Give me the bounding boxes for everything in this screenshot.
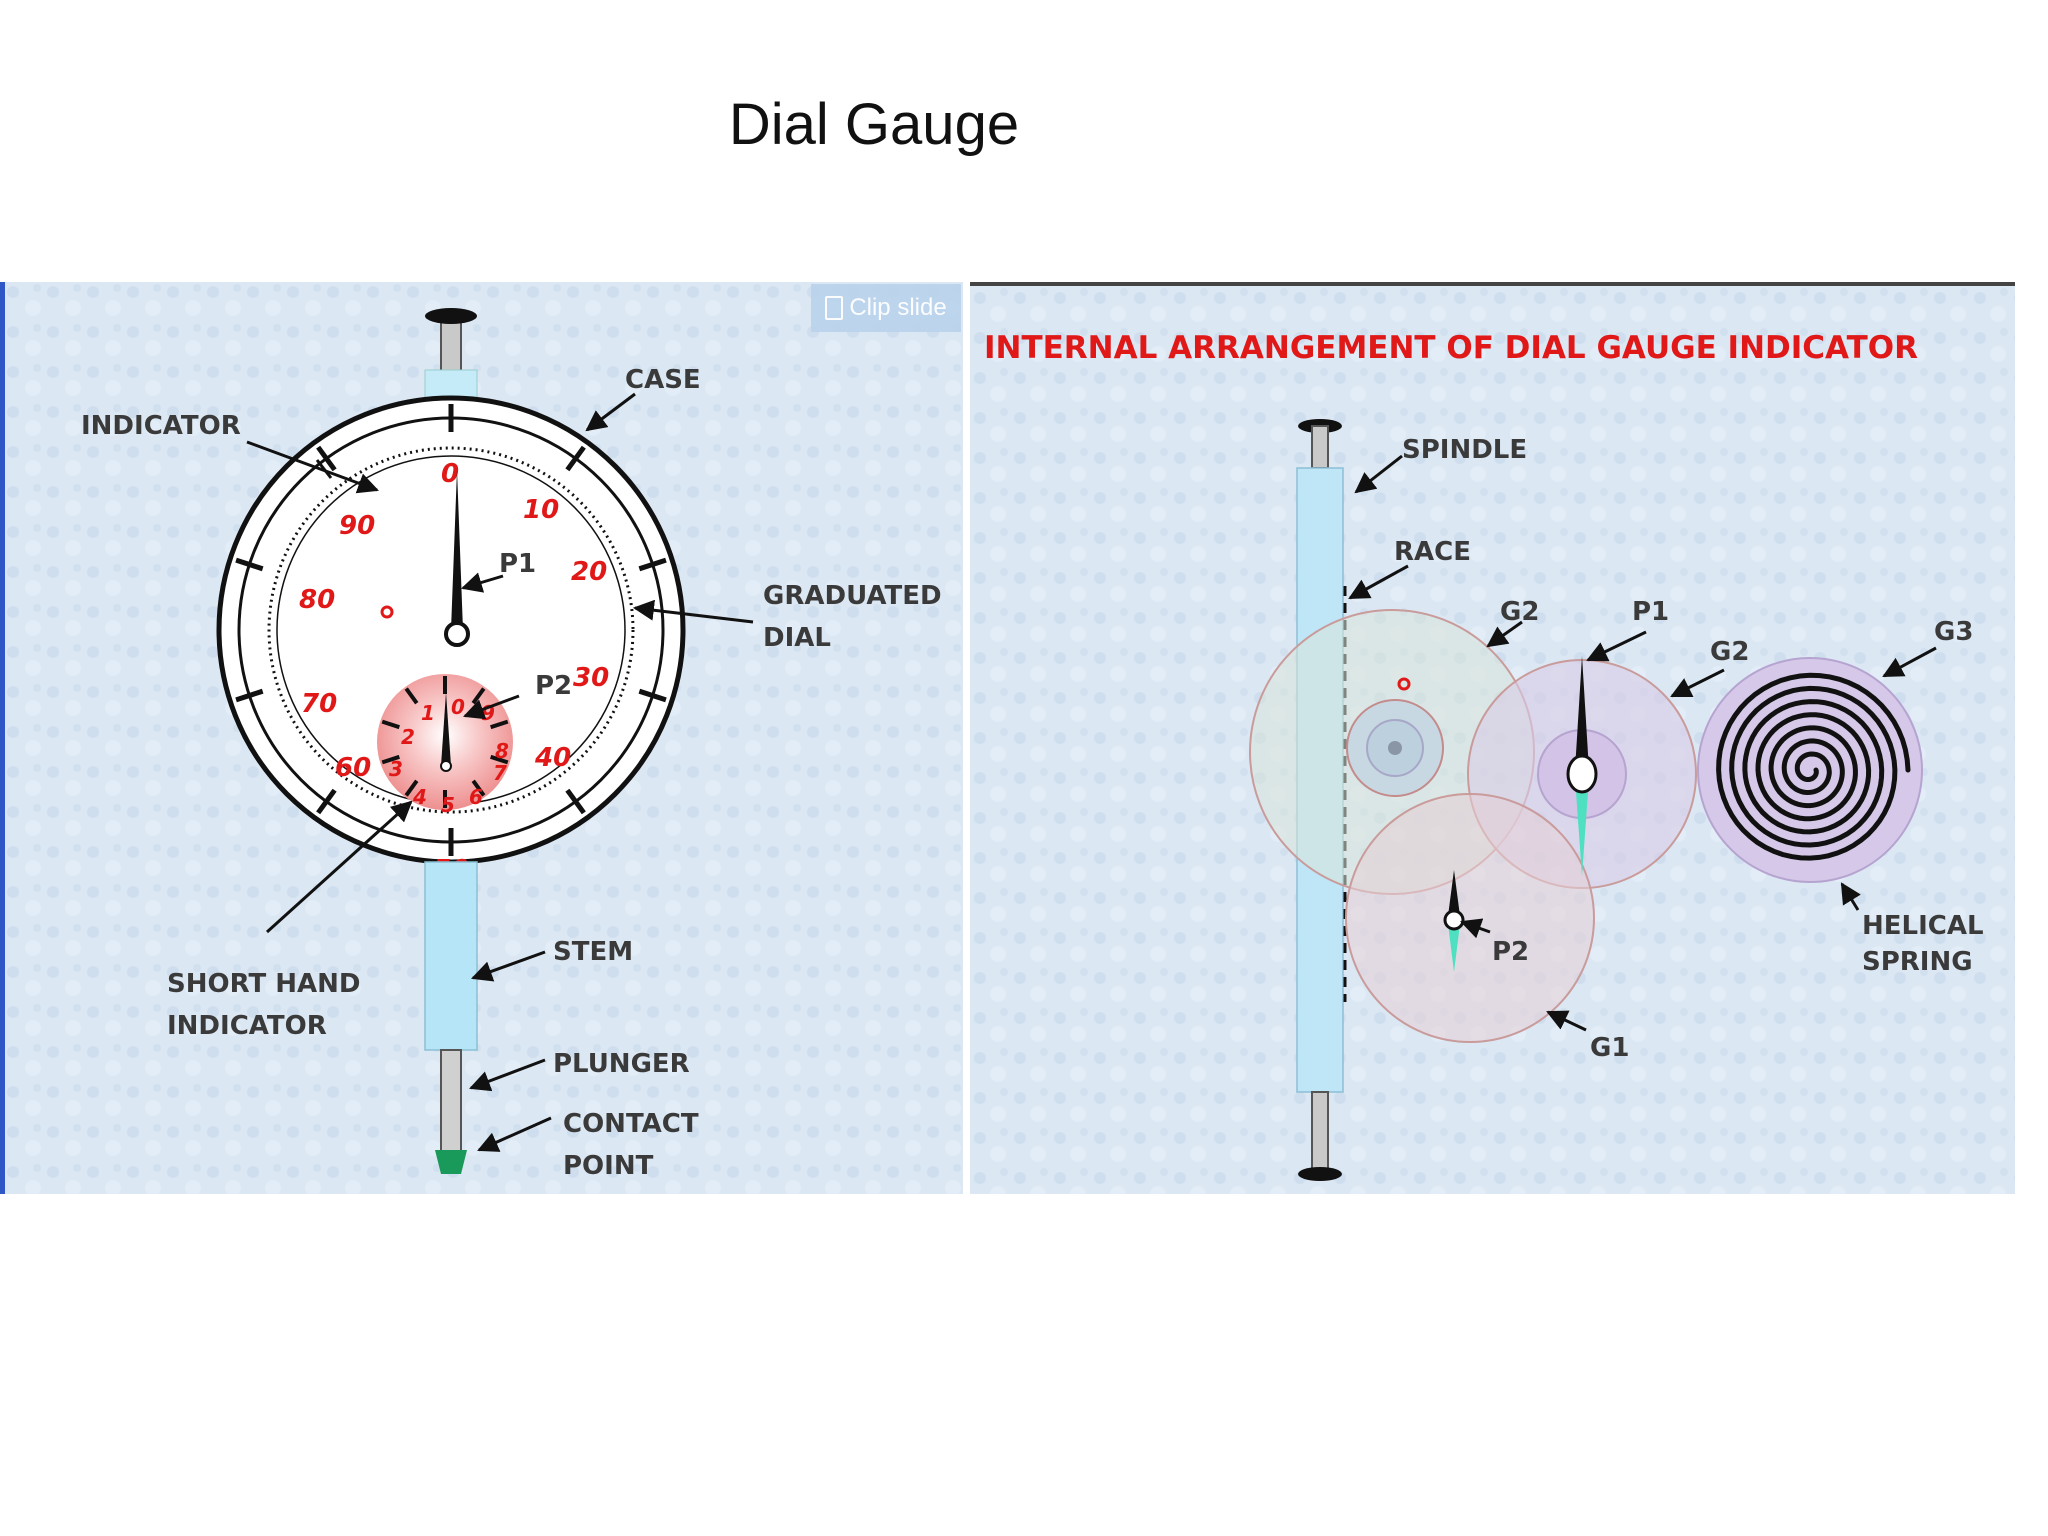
- label-g2-right: G2: [1710, 637, 1749, 667]
- clip-slide-label: Clip slide: [849, 294, 947, 321]
- clip-icon: [825, 296, 844, 320]
- tick-mark: [316, 788, 337, 815]
- dial-number-20: 20: [571, 557, 607, 587]
- internal-arrangement-panel: INTERNAL ARRANGEMENT OF DIAL GAUGE INDIC…: [970, 282, 2015, 1194]
- small-number-7: 7: [493, 761, 507, 785]
- label-g3: G3: [1934, 617, 1973, 647]
- tick-mark: [638, 688, 667, 703]
- clip-slide-button[interactable]: Clip slide: [811, 284, 961, 332]
- dial-gauge-diagram-panel: 0 10 20 30 40 50 60 70 80 90 0 1 2 3 4 5…: [0, 282, 963, 1194]
- small-number-0: 0: [451, 695, 465, 719]
- dial-number-10: 10: [523, 495, 559, 525]
- small-number-6: 6: [469, 785, 483, 809]
- label-graduated-2: DIAL: [763, 623, 831, 653]
- tick-mark: [381, 719, 400, 730]
- small-number-5: 5: [441, 793, 455, 817]
- label-short-hand-2: INDICATOR: [167, 1011, 327, 1041]
- pointer-p2-tail: [1448, 924, 1460, 972]
- dial-number-30: 30: [573, 663, 609, 693]
- internal-heading: INTERNAL ARRANGEMENT OF DIAL GAUGE INDIC…: [984, 330, 1918, 366]
- label-p1: P1: [1632, 597, 1669, 627]
- label-race: RACE: [1394, 537, 1471, 567]
- label-contact-1: CONTACT: [563, 1109, 699, 1139]
- pointer-p1: [1575, 656, 1589, 770]
- label-case: CASE: [625, 365, 701, 395]
- tick-mark: [404, 779, 419, 797]
- dial-number-80: 80: [299, 585, 335, 615]
- label-p2: P2: [535, 671, 572, 701]
- case-ticks: [235, 404, 667, 856]
- label-g2-left: G2: [1500, 597, 1539, 627]
- label-plunger: PLUNGER: [553, 1049, 690, 1079]
- label-stem: STEM: [553, 937, 633, 967]
- helical-spring: [1716, 672, 1911, 861]
- small-number-2: 2: [401, 725, 415, 749]
- label-spindle: SPINDLE: [1402, 435, 1527, 465]
- main-needle: [451, 470, 463, 630]
- gear-g2-left-axle: [1388, 741, 1402, 755]
- tick-mark: [565, 445, 586, 472]
- tick-mark: [490, 754, 509, 765]
- tick-mark: [235, 557, 264, 572]
- pointer-p1-tail: [1575, 778, 1589, 876]
- gear-red-dot: [1397, 677, 1411, 691]
- gear-g1: [1345, 793, 1595, 1043]
- dial-number-0: 0: [441, 459, 459, 489]
- dial-red-dot: [380, 605, 394, 619]
- dial-number-60: 60: [335, 753, 371, 783]
- label-contact-2: POINT: [563, 1151, 654, 1181]
- tick-mark: [381, 754, 400, 765]
- slide-title: Dial Gauge: [728, 91, 1020, 157]
- spindle-top: [1311, 425, 1329, 469]
- label-helical-1: HELICAL: [1862, 911, 1984, 941]
- spindle-bottom-cap: [1298, 1167, 1342, 1181]
- label-short-hand-1: SHORT HAND: [167, 969, 360, 999]
- tick-mark: [565, 788, 586, 815]
- tick-mark: [404, 687, 419, 705]
- pointer-p1-pivot: [1566, 754, 1598, 794]
- plunger: [440, 1049, 462, 1153]
- tick-mark: [316, 445, 337, 472]
- small-number-4: 4: [412, 785, 427, 809]
- tick-mark: [235, 688, 264, 703]
- small-number-1: 1: [421, 701, 435, 725]
- dial-number-90: 90: [339, 511, 375, 541]
- tick-mark: [471, 779, 486, 797]
- top-cap: [425, 308, 477, 324]
- graduated-dial-ring: [267, 446, 635, 814]
- label-graduated-1: GRADUATED: [763, 581, 942, 611]
- left-leader-lines: [246, 392, 754, 1152]
- short-hand-pivot: [440, 760, 452, 772]
- dial-number-40: 40: [534, 743, 571, 773]
- label-p1: P1: [499, 549, 536, 579]
- small-number-3: 3: [389, 757, 403, 781]
- tick-mark: [490, 719, 509, 730]
- label-g1: G1: [1590, 1033, 1629, 1063]
- main-needle-pivot: [444, 621, 470, 647]
- contact-point: [435, 1150, 467, 1174]
- dial-number-70: 70: [301, 689, 337, 719]
- spindle-bottom: [1311, 1091, 1329, 1171]
- top-spindle: [440, 319, 462, 376]
- small-number-8: 8: [495, 739, 509, 763]
- internal-arrangement-svg: INTERNAL ARRANGEMENT OF DIAL GAUGE INDIC…: [970, 286, 2015, 1194]
- pointer-p2: [1448, 870, 1460, 916]
- right-leader-lines: [1348, 454, 1937, 1032]
- stem: [424, 861, 478, 1051]
- label-p2: P2: [1492, 937, 1529, 967]
- tick-mark: [638, 557, 667, 572]
- label-helical-2: SPRING: [1862, 947, 1973, 977]
- pointer-p2-pivot: [1443, 909, 1465, 931]
- label-indicator: INDICATOR: [81, 411, 241, 441]
- dial-gauge-svg: 0 10 20 30 40 50 60 70 80 90 0 1 2 3 4 5…: [5, 282, 963, 1194]
- short-hand-needle: [441, 692, 451, 766]
